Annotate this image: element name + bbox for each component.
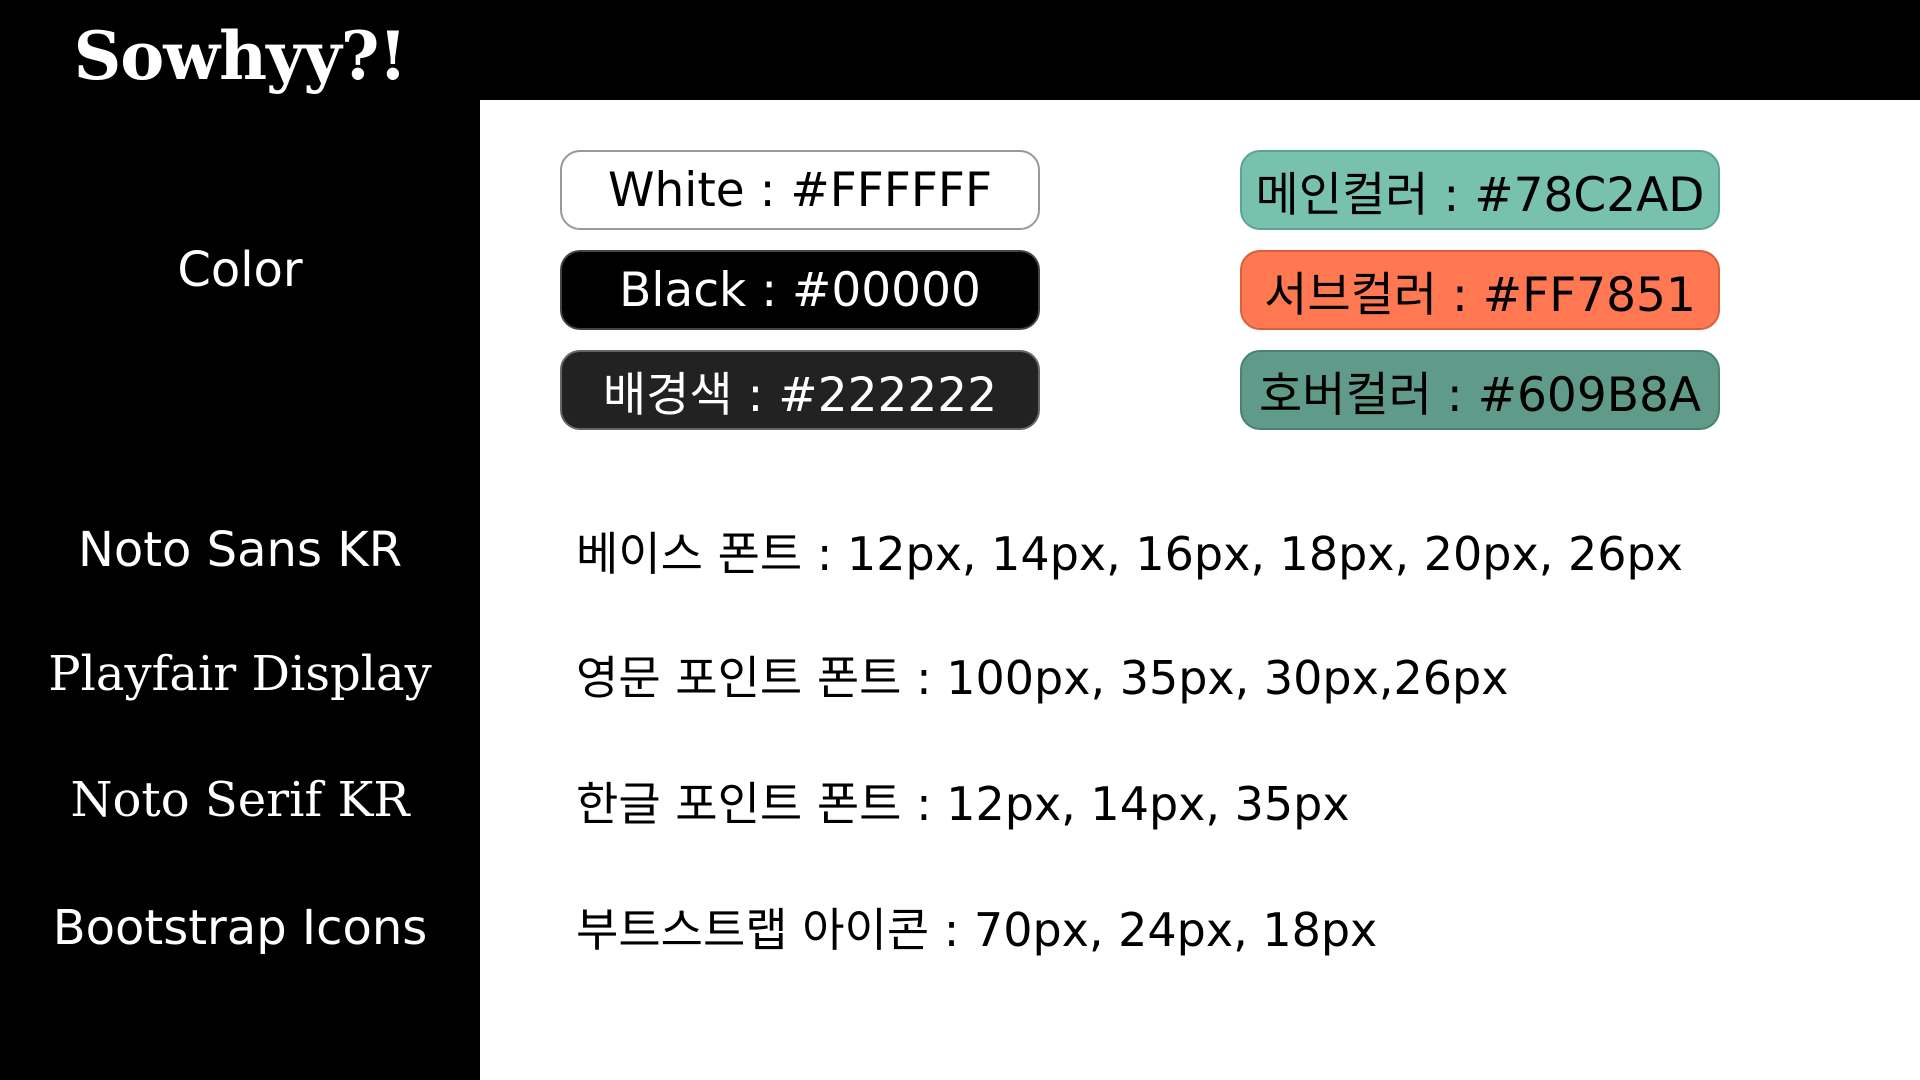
swatch-background-label: 배경색 : #222222	[602, 367, 998, 423]
font-label-playfair-display: Playfair Display	[48, 646, 432, 702]
font-spec-base: 베이스 폰트 : 12px, 14px, 16px, 18px, 20px, 2…	[576, 527, 1683, 581]
swatch-black: Black : #00000	[560, 250, 1040, 330]
font-label-noto-sans-kr: Noto Sans KR	[77, 522, 403, 578]
swatch-sub-color-label: 서브컬러 : #FF7851	[1264, 267, 1696, 323]
font-label-bootstrap-icons: Bootstrap Icons	[52, 900, 428, 956]
font-label-noto-serif-kr: Noto Serif KR	[70, 772, 410, 828]
swatch-black-label: Black : #00000	[619, 262, 981, 318]
brand-title: Sowhyy?!	[73, 17, 408, 95]
swatch-white-label: White : #FFFFFF	[608, 162, 992, 218]
swatch-hover-color: 호버컬러 : #609B8A	[1240, 350, 1720, 430]
font-spec-bootstrap-icons: 부트스트랩 아이콘 : 70px, 24px, 18px	[576, 903, 1378, 957]
swatch-main-color: 메인컬러 : #78C2AD	[1240, 150, 1720, 230]
swatch-sub-color: 서브컬러 : #FF7851	[1240, 250, 1720, 330]
swatch-hover-color-label: 호버컬러 : #609B8A	[1258, 367, 1702, 423]
swatch-main-color-label: 메인컬러 : #78C2AD	[1255, 167, 1705, 223]
font-spec-korean-point: 한글 포인트 폰트 : 12px, 14px, 35px	[576, 777, 1350, 831]
color-section-label: Color	[177, 242, 303, 298]
font-spec-english-point: 영문 포인트 폰트 : 100px, 35px, 30px,26px	[576, 651, 1509, 705]
swatch-background: 배경색 : #222222	[560, 350, 1040, 430]
swatch-white: White : #FFFFFF	[560, 150, 1040, 230]
